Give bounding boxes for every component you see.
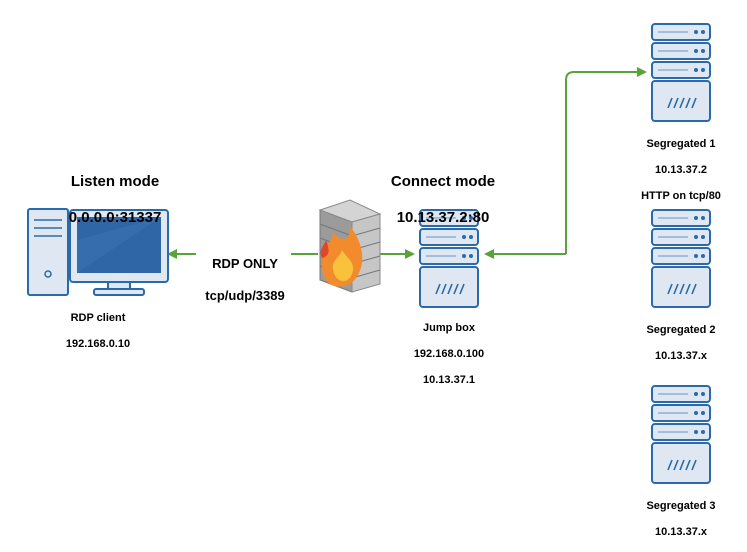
segregated-2-ip: 10.13.37.x xyxy=(655,350,707,362)
segregated-1-label: Segregated 1 10.13.37.2 HTTP on tcp/80 xyxy=(626,125,736,216)
segregated-1-note: HTTP on tcp/80 xyxy=(641,190,721,202)
segregated-3-ip: 10.13.37.x xyxy=(655,526,707,538)
jumpbox-ip-external: 192.168.0.100 xyxy=(413,348,485,360)
listen-mode-label: Listen mode xyxy=(70,173,160,190)
link-port: tcp/udp/3389 xyxy=(205,288,285,303)
jumpbox-name: Jump box xyxy=(423,322,475,334)
client-ip: 192.168.0.10 xyxy=(65,338,131,350)
desktop-computer-icon xyxy=(27,208,169,296)
client-name: RDP client xyxy=(70,312,126,324)
connectors xyxy=(167,67,647,259)
client-label: RDP client 192.168.0.10 xyxy=(48,299,148,364)
connect-mode-label: Connect mode xyxy=(390,173,496,190)
segregated-2-label: Segregated 2 10.13.37.x xyxy=(626,311,736,376)
listen-mode-title: Listen mode 0.0.0.0:31337 xyxy=(40,155,190,245)
segregated-1-ip: 10.13.37.2 xyxy=(655,164,707,176)
connect-mode-address: 10.13.37.2:80 xyxy=(396,209,490,226)
jumpbox-label: Jump box 192.168.0.100 10.13.37.1 xyxy=(398,309,500,400)
segregated-2-name: Segregated 2 xyxy=(646,324,716,336)
connect-mode-title: Connect mode 10.13.37.2:80 xyxy=(368,155,518,245)
link-protocol: RDP ONLY xyxy=(212,256,278,271)
listen-mode-address: 0.0.0.0:31337 xyxy=(68,209,162,226)
arrow-jumpbox-segregated1 xyxy=(565,67,647,254)
segregated-3-name: Segregated 3 xyxy=(646,500,716,512)
link-label: RDP ONLY tcp/udp/3389 xyxy=(190,240,300,320)
server-rack-icon xyxy=(652,386,710,483)
segregated-3-label: Segregated 3 10.13.37.x xyxy=(626,487,736,552)
jumpbox-ip-internal: 10.13.37.1 xyxy=(423,374,475,386)
firewall-icon xyxy=(318,199,382,293)
server-rack-icon xyxy=(652,24,710,121)
segregated-1-name: Segregated 1 xyxy=(646,138,716,150)
server-rack-icon xyxy=(652,210,710,307)
